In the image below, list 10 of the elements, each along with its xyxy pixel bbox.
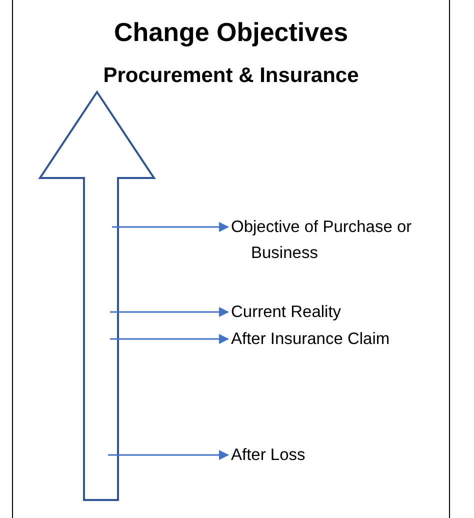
arrow-label: Current Reality (231, 299, 342, 325)
arrow (112, 222, 229, 232)
arrow-label: After Insurance Claim (231, 326, 390, 352)
arrow-label: After Loss (231, 442, 306, 468)
subtitle: Procurement & Insurance (102, 64, 360, 88)
arrow-label: Objective of Purchase or Business (231, 214, 463, 266)
arrow (110, 334, 229, 344)
diagram-title: Change Objectives (112, 17, 350, 48)
arrow (108, 450, 229, 460)
arrow (110, 307, 229, 317)
